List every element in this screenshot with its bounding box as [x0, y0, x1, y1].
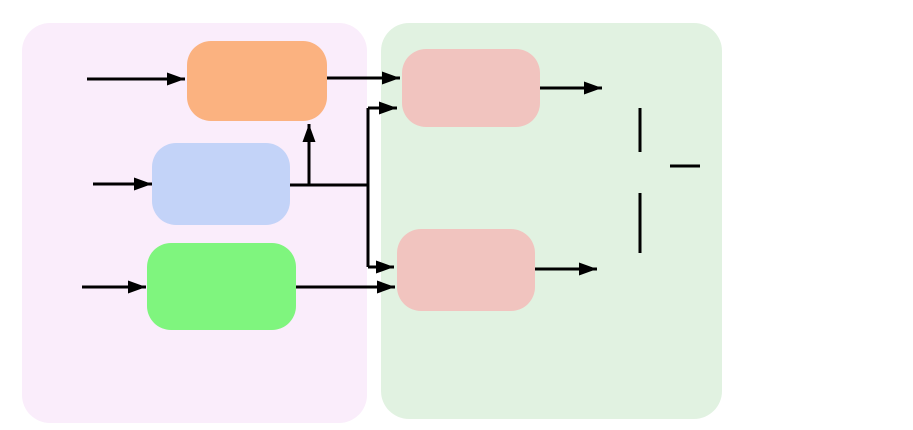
blue-output-spine-line [290, 108, 370, 267]
salmon-node-top [402, 49, 540, 127]
orange-node [187, 41, 327, 121]
salmon-node-bottom [397, 229, 535, 311]
blue-node [152, 143, 290, 225]
green-node [147, 243, 296, 330]
